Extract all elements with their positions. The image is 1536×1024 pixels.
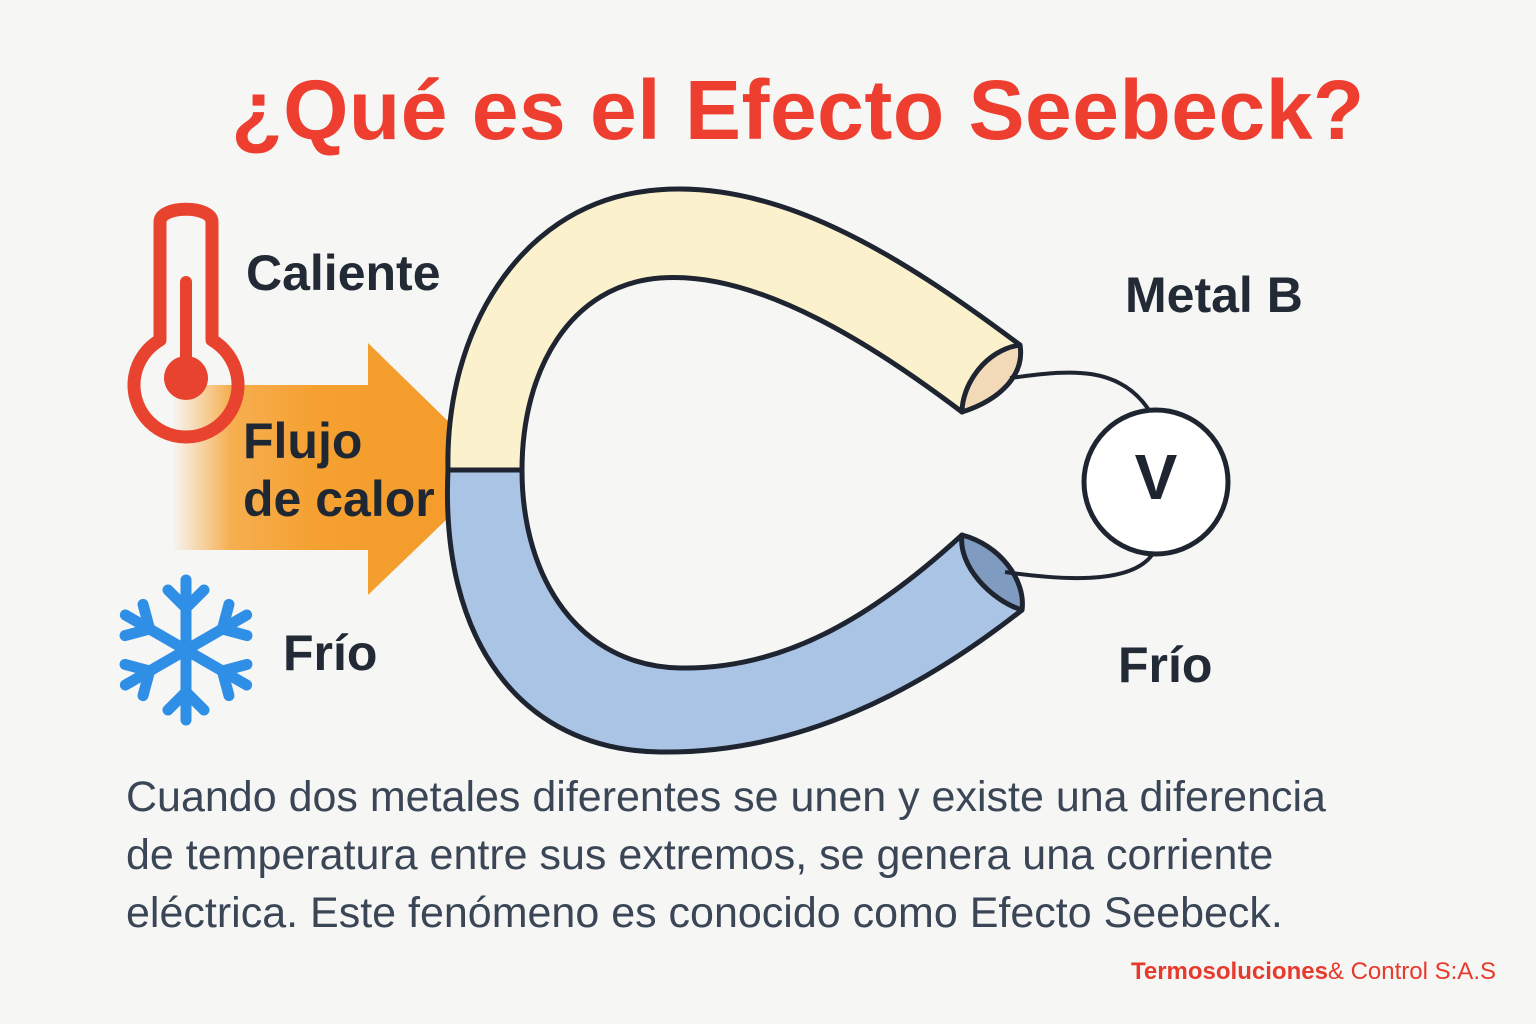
metal-a-end-cap <box>959 342 1024 415</box>
metal-b-segment <box>444 467 1025 755</box>
hot-label: Caliente <box>246 245 441 301</box>
description-paragraph: Cuando dos metales diferentes se unen y … <box>126 768 1456 942</box>
heat-flow-arrow <box>172 343 498 595</box>
cold-right-label: Frío <box>1118 637 1213 693</box>
voltmeter-icon <box>1081 407 1231 557</box>
heat-flow-line-2: de calor <box>243 471 435 527</box>
description-line-1: Cuando dos metales diferentes se unen y … <box>126 773 1326 821</box>
voltmeter-label: V <box>1134 441 1178 513</box>
description-line-3: eléctrica. Este fenómeno es conocido com… <box>126 889 1283 937</box>
metal-b-label: Metal B <box>1125 267 1303 323</box>
brand-suffix: & Control S:A.S <box>1327 958 1496 985</box>
metal-a-segment <box>445 186 1023 473</box>
snowflake-icon <box>119 574 253 726</box>
metal-b-end-cap <box>959 532 1025 613</box>
brand-footer: Termosoluciones& Control S:A.S <box>1131 958 1496 986</box>
cold-left-label: Frío <box>283 625 378 681</box>
heat-flow-label: Flujo de calor <box>243 412 435 528</box>
description-line-2: de temperatura entre sus extremos, se ge… <box>126 831 1274 879</box>
wire-bottom <box>1004 553 1154 581</box>
page-title: ¿Qué es el Efecto Seebeck? <box>231 63 1365 157</box>
wire-top <box>1009 370 1154 417</box>
heat-flow-line-1: Flujo <box>243 413 363 469</box>
thermometer-icon <box>127 202 245 444</box>
brand-name: Termosoluciones <box>1130 958 1328 985</box>
